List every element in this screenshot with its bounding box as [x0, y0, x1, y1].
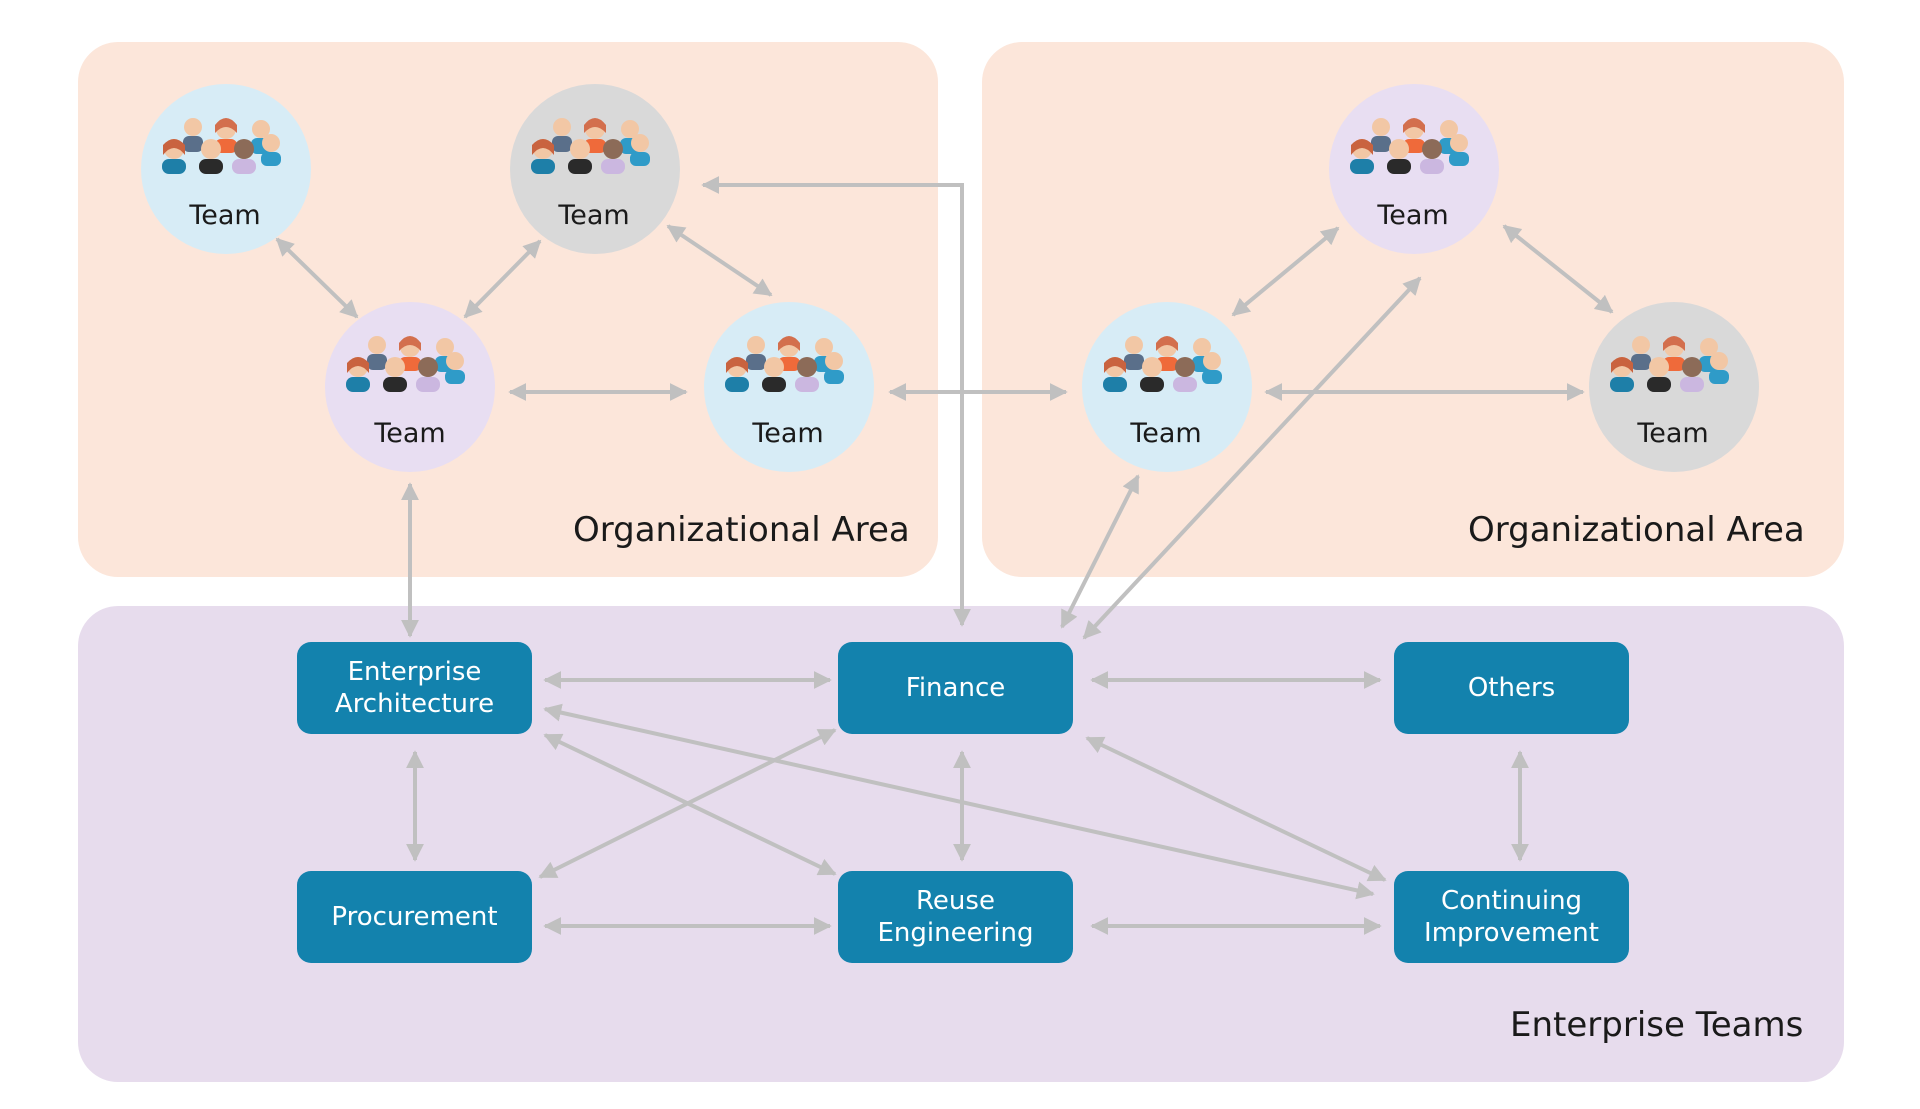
team-node-6	[1082, 302, 1252, 472]
enterprise-architecture-box: Enterprise Architecture	[297, 642, 532, 734]
team-label-4: Team	[752, 418, 824, 449]
finance-box: Finance	[838, 642, 1073, 734]
team-label-1: Team	[189, 200, 261, 231]
team-label-5: Team	[1377, 200, 1449, 231]
team-node-7	[1589, 302, 1759, 472]
org-area-label-2: Organizational Area	[1468, 510, 1805, 550]
continuing-improvement-box: Continuing Improvement	[1394, 871, 1629, 963]
team-node-2	[510, 84, 680, 254]
team-label-7: Team	[1637, 418, 1709, 449]
team-node-4	[704, 302, 874, 472]
procurement-box: Procurement	[297, 871, 532, 963]
team-node-1	[141, 84, 311, 254]
enterprise-area-label: Enterprise Teams	[1510, 1005, 1804, 1045]
connector-arrow-23	[538, 728, 837, 879]
team-label-6: Team	[1130, 418, 1202, 449]
connector-arrow-2	[463, 239, 542, 319]
reuse-engineering-box: Reuse Engineering	[838, 871, 1073, 963]
org-area-label-1: Organizational Area	[573, 510, 910, 550]
connector-arrow-10	[701, 176, 971, 627]
team-label-3: Team	[374, 418, 446, 449]
connector-arrow-22	[1085, 736, 1387, 882]
team-node-3	[325, 302, 495, 472]
team-label-2: Team	[558, 200, 630, 231]
connector-arrow-12	[1082, 276, 1422, 640]
others-box: Others	[1394, 642, 1629, 734]
team-node-5	[1329, 84, 1499, 254]
connector-arrow-8	[1502, 224, 1614, 314]
connector-arrow-1	[275, 237, 359, 319]
